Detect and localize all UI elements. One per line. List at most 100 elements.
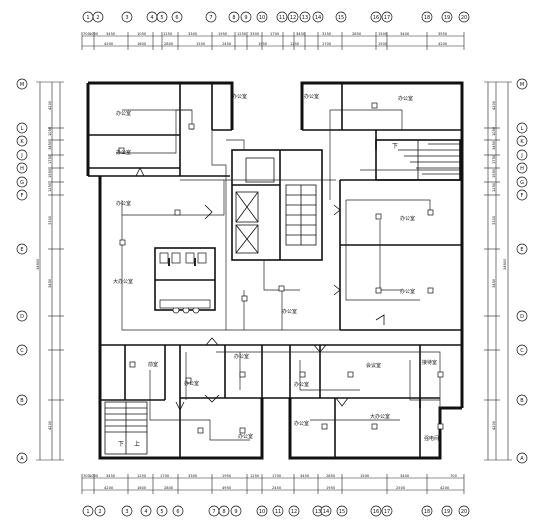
axis-bubble: 19 <box>441 11 453 23</box>
svg-text:G: G <box>20 180 24 186</box>
svg-text:9: 9 <box>234 509 237 515</box>
electrical-wiring <box>116 109 460 441</box>
bottom-dimension-text: 700 1050 3450 1250 1700 3300 1950 1250 1… <box>83 474 458 490</box>
axis-bubble: K <box>16 135 28 147</box>
dim-text: 3300 <box>188 32 198 36</box>
svg-text:B: B <box>20 398 24 404</box>
axis-bubble: 17 <box>381 505 393 517</box>
axis-bubble: 5 <box>156 11 168 23</box>
stair-down-label: 下 <box>118 441 124 448</box>
axis-bubble: F <box>16 189 28 201</box>
axis-bubble: 13 <box>312 505 324 517</box>
axis-bubble: 12 <box>288 505 300 517</box>
toilet-fixtures <box>159 252 211 314</box>
axis-bubble: 12 <box>287 11 299 23</box>
svg-text:D: D <box>20 314 24 320</box>
svg-text:20: 20 <box>461 509 467 515</box>
dim-text: 1700 <box>160 474 170 478</box>
svg-text:8: 8 <box>232 15 235 21</box>
axis-bubble: 10 <box>256 505 268 517</box>
axis-bubble: M <box>16 78 28 90</box>
room-label: 会议室 <box>366 362 381 369</box>
axis-bubble: 18 <box>421 11 433 23</box>
svg-text:18: 18 <box>424 15 430 21</box>
svg-text:M: M <box>520 82 524 88</box>
dim-text: 3450 <box>296 32 306 36</box>
dim-text: 700 <box>83 32 91 36</box>
svg-text:8: 8 <box>222 509 225 515</box>
top-dimension-text: 700 1050 3450 1050 1250 3300 1950 1250 3… <box>83 32 448 46</box>
axis-bubble: C <box>16 344 28 356</box>
svg-text:15: 15 <box>339 509 345 515</box>
room-label: 大办公室 <box>370 413 390 420</box>
svg-text:E: E <box>520 247 523 253</box>
axis-bubble: K <box>516 135 528 147</box>
stair-right: 下 <box>392 140 460 180</box>
axis-bubble: A <box>16 452 28 464</box>
svg-text:19: 19 <box>444 15 450 21</box>
axis-bubble: 11 <box>272 505 284 517</box>
svg-text:J: J <box>520 153 522 159</box>
dim-text: 1550 <box>196 42 206 46</box>
dim-text: 2800 <box>164 42 174 46</box>
svg-text:6: 6 <box>175 15 178 21</box>
dim-text: 1500 <box>378 42 388 46</box>
dim-text: 1050 <box>492 126 496 136</box>
dim-text: 4200 <box>438 42 448 46</box>
dim-text: 3450 <box>492 140 496 150</box>
dim-text: 4200 <box>104 42 114 46</box>
dim-text: 3400 <box>400 474 410 478</box>
dim-text: 1050 <box>89 32 99 36</box>
dim-text: 1250 <box>137 474 147 478</box>
axis-bubble: 2 <box>94 505 106 517</box>
dim-total-text: 34600 <box>36 258 40 270</box>
dim-text: 1250 <box>48 182 52 192</box>
elevator-core <box>235 157 317 254</box>
axis-bubble: 15 <box>336 505 348 517</box>
room-label: 办公室 <box>304 93 319 100</box>
svg-text:A: A <box>20 456 24 462</box>
stair-left: 下 上 <box>104 401 148 455</box>
svg-text:1: 1 <box>86 509 89 515</box>
dim-text: 1950 <box>326 486 336 490</box>
exterior-walls <box>86 81 464 460</box>
room-label: 办公室 <box>116 110 131 117</box>
axis-bubble: 13 <box>299 11 311 23</box>
dim-text: 1250 <box>492 182 496 192</box>
dim-text: 3300 <box>250 32 260 36</box>
axis-bubble: E <box>516 243 528 255</box>
svg-text:18: 18 <box>424 509 430 515</box>
svg-text:5: 5 <box>160 509 163 515</box>
svg-text:2: 2 <box>96 15 99 21</box>
svg-text:G: G <box>520 180 524 186</box>
stair-down-label: 下 <box>392 143 398 150</box>
axis-bubble: 8 <box>228 11 240 23</box>
room-label: 大办公室 <box>113 278 133 285</box>
dim-text: 2800 <box>164 486 174 490</box>
svg-text:F: F <box>21 193 24 199</box>
axis-bubble: 9 <box>230 505 242 517</box>
axis-bubble: 7 <box>205 11 217 23</box>
svg-text:13: 13 <box>302 15 308 21</box>
dim-text: 1950 <box>218 32 228 36</box>
room-label: 办公室 <box>282 308 297 315</box>
axis-bubble: 1 <box>82 505 94 517</box>
axis-bubble: 8 <box>218 505 230 517</box>
dim-text: 4200 <box>104 486 114 490</box>
left-axis-bubbles: M L K J H G F E D C B A <box>16 78 28 464</box>
axis-bubble: 9 <box>240 11 252 23</box>
axis-bubble: H <box>16 162 28 174</box>
svg-text:L: L <box>521 126 524 132</box>
axis-bubble: D <box>516 310 528 322</box>
dim-text: 1600 <box>137 486 147 490</box>
axis-bubble: J <box>516 149 528 161</box>
dim-text: 4200 <box>48 100 52 110</box>
room-label: 强电间 <box>424 435 439 442</box>
svg-text:14: 14 <box>315 15 321 21</box>
svg-text:11: 11 <box>279 15 285 21</box>
svg-text:D: D <box>520 314 524 320</box>
svg-text:3: 3 <box>125 509 128 515</box>
svg-text:1: 1 <box>86 15 89 21</box>
svg-text:A: A <box>520 456 524 462</box>
svg-text:4: 4 <box>144 509 147 515</box>
